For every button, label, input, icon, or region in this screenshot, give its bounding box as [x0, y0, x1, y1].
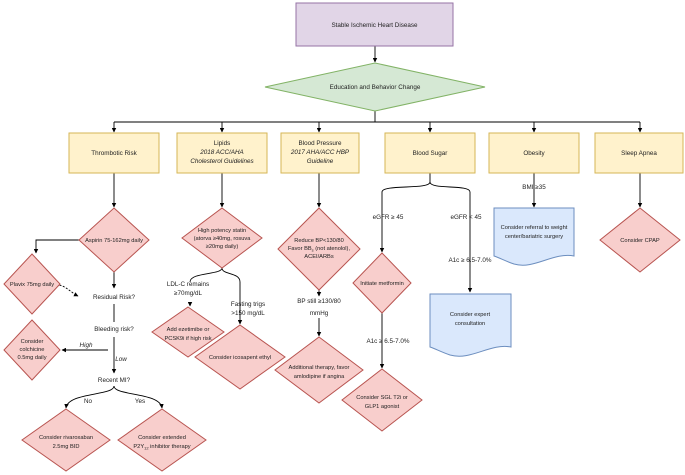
category-sugar-label: Blood Sugar	[413, 150, 448, 157]
referral-line-2: center/bariatric surgery	[505, 234, 563, 240]
connector-statin-split-right	[221, 267, 243, 325]
plavix-label: Plavix 75mg daily	[10, 282, 54, 288]
rivaroxaban-diamond	[21, 408, 111, 472]
bleeding-risk-label: Bleeding risk?	[94, 326, 134, 333]
extended-line-1: Consider extended	[138, 435, 186, 441]
extended-p2y: P2Y	[133, 444, 144, 450]
recent-mi-label: Recent MI?	[98, 377, 131, 384]
aspirin-diamond	[78, 207, 150, 273]
expert-consultation-document	[429, 293, 512, 357]
high-label: High	[80, 342, 93, 349]
ldl-line-1: LDL-C remains	[167, 281, 209, 288]
cpap-label: Consider CPAP	[620, 238, 660, 244]
reduce-bb-subscript: s	[312, 248, 314, 253]
category-lipids-guideline-2: Cholesterol Guidelines	[190, 158, 254, 165]
metformin-label: Initiate metformin	[360, 281, 404, 287]
ezetimibe-diamond	[151, 306, 225, 358]
low-label: Low	[115, 356, 127, 363]
colchicine-line-1: Consider	[21, 339, 44, 345]
connector-mi-split-yes	[113, 385, 164, 409]
additional-line-1: Additional therapy, favor	[289, 365, 350, 371]
additional-line-2: amlodipine if angina	[294, 374, 345, 380]
trigs-line-2: >150 mg/dL	[231, 310, 265, 317]
reduce-favor-bb: Favor BB	[288, 246, 312, 252]
category-thrombotic-label: Thrombotic Risk	[91, 150, 137, 157]
extended-p2y-subscript: 12	[144, 446, 149, 451]
egfr-lt-label: eGFR < 45	[451, 214, 482, 221]
sglt2-line-2: GLP1 agonist	[365, 404, 400, 410]
ezetimibe-line-1: Add ezetimibe or	[167, 327, 210, 333]
category-sugar	[384, 132, 476, 174]
reduce-not-atenolol: (not atenolol),	[314, 246, 351, 252]
bmi-label: BMI ≥35	[522, 184, 546, 191]
arrow-plavix-to-residual	[55, 284, 79, 297]
statin-line-2: (atorva ≥40mg, rosuva	[194, 236, 252, 242]
icosapent-label: Consider icosapent ethyl	[209, 355, 271, 361]
category-lipids-title: Lipids	[214, 140, 230, 147]
aspirin-label: Aspirin 75-162mg daily	[85, 238, 143, 244]
connector-sugar-split	[379, 173, 431, 253]
bp-still-line-2: mmHg	[310, 310, 329, 317]
egfr-ge-label: eGFR ≥ 45	[373, 214, 404, 221]
connectors	[33, 46, 643, 409]
statin-line-1: High potency statin	[198, 228, 246, 234]
colchicine-line-3: 0.5mg daily	[17, 355, 46, 361]
education-diamond	[264, 62, 486, 112]
referral-document	[493, 207, 575, 266]
category-bp-guideline-1: 2017 AHA/ACC HBP	[290, 149, 350, 156]
a1c-right-label: A1c ≥ 6.5-7.0%	[448, 257, 491, 264]
rivaroxaban-line-2: 2.5mg BID	[53, 444, 80, 450]
colchicine-line-2: colchicine	[20, 347, 45, 353]
ezetimibe-line-2: PCSK9i if high risk	[164, 336, 211, 342]
reduce-line-3: ACEI/ARBs	[304, 254, 334, 260]
connector-mi-split	[64, 385, 115, 409]
category-obesity-label: Obesity	[523, 150, 545, 157]
statin-line-3: ≥20mg daily)	[206, 244, 239, 250]
additional-therapy-diamond	[274, 336, 364, 404]
icosapent-diamond	[194, 324, 286, 390]
category-apnea-label: Sleep Apnea	[621, 150, 657, 157]
sglt2-diamond	[341, 368, 423, 432]
category-lipids	[176, 132, 268, 174]
no-label: No	[84, 398, 93, 405]
category-lipids-guideline-1: 2018 ACC/AHA	[199, 149, 244, 156]
category-bp-guideline-2: Guideline	[307, 158, 334, 165]
connector-sugar-split-right	[429, 181, 473, 293]
reduce-bp-diamond	[277, 207, 361, 291]
reduce-line-2: Favor BBs (not atenolol),	[288, 246, 350, 253]
trigs-line-1: Fasting trigs	[231, 301, 265, 308]
connector-statin-split	[189, 267, 223, 283]
bp-still-line-1: BP still ≥130/80	[297, 298, 341, 305]
colchicine-diamond	[3, 319, 61, 381]
expert-line-1: Consider expert	[450, 312, 491, 318]
top-box	[295, 2, 454, 47]
extended-inhibitor: inhibitor therapy	[149, 444, 191, 450]
extended-line-2: P2Y12 inhibitor therapy	[133, 444, 190, 451]
referral-line-1: Consider referral to weight	[501, 225, 568, 231]
sglt2-line-1: Consider SGL T2i or	[356, 395, 408, 401]
statin-diamond	[181, 207, 263, 269]
cpap-diamond	[599, 207, 681, 273]
connector-aspirin-to-plavix	[33, 239, 80, 254]
top-title: Stable Ischemic Heart Disease	[331, 22, 418, 29]
yes-label: Yes	[135, 398, 145, 405]
plavix-diamond	[3, 253, 61, 315]
reduce-line-1: Reduce BP<130/80	[294, 238, 344, 244]
extended-diamond	[117, 408, 207, 472]
a1c-left-label: A1c ≥ 6.5-7.0%	[366, 338, 409, 345]
category-obesity	[488, 132, 580, 174]
category-bp-title: Blood Pressure	[298, 140, 342, 147]
education-label: Education and Behavior Change	[330, 84, 421, 91]
category-thrombotic	[68, 132, 160, 174]
rivaroxaban-line-1: Consider rivaroxaban	[39, 435, 93, 441]
ldl-line-2: ≥70mg/dL	[174, 290, 202, 297]
category-bp	[280, 132, 360, 174]
residual-risk-label: Residual Risk?	[93, 294, 135, 301]
expert-line-2: consultation	[455, 321, 485, 327]
metformin-diamond	[352, 252, 412, 314]
category-apnea	[594, 132, 684, 174]
